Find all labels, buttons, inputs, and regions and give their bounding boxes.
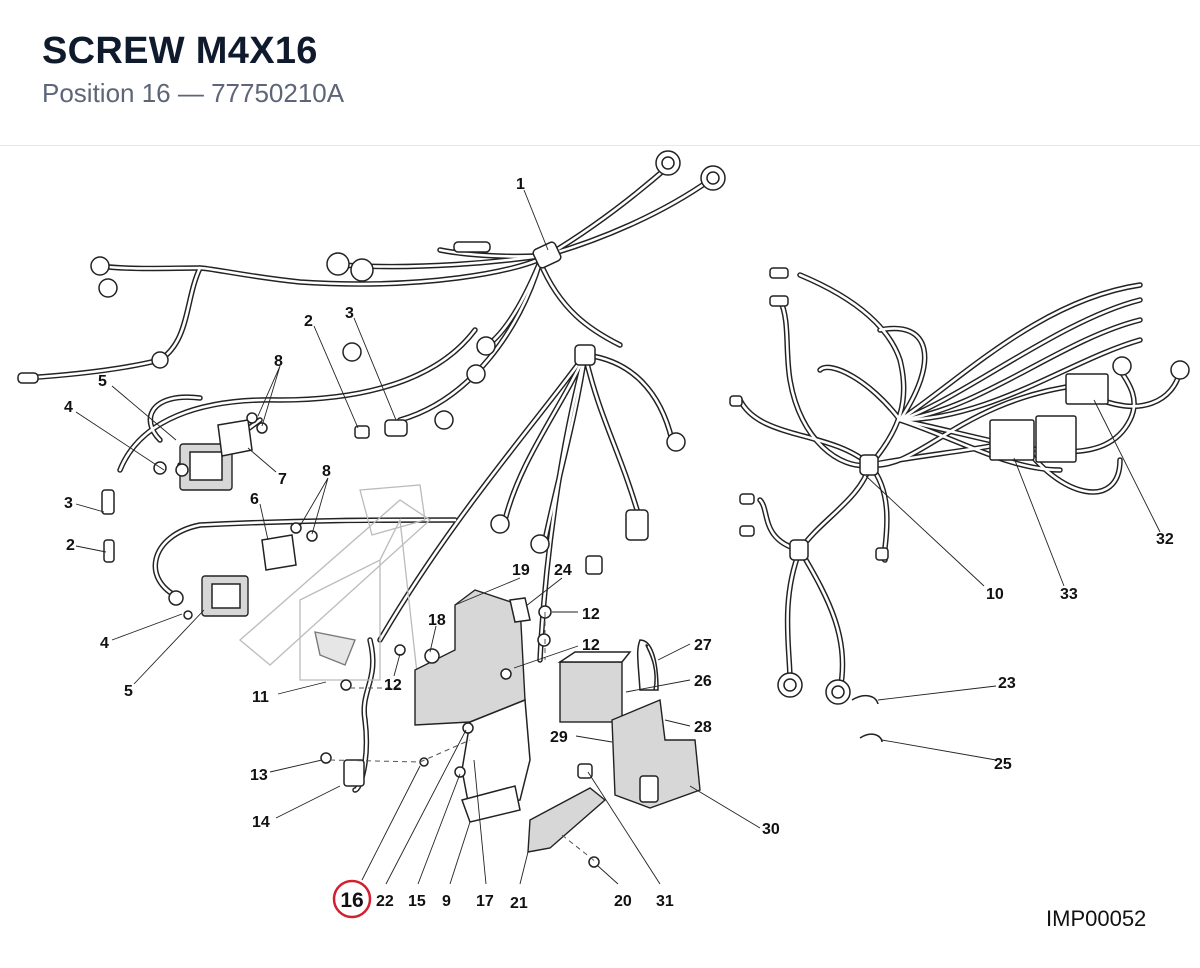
callout-labels: 1 2 3 8 5 4 7 3 2 6 8 4 5 19 24 12 12 18… xyxy=(64,176,1174,919)
callout-label: 25 xyxy=(994,756,1012,773)
callout-label: 15 xyxy=(408,893,426,910)
callout-leader-lines xyxy=(75,189,1161,885)
highlighted-position-ring xyxy=(332,879,372,919)
callout-label: 3 xyxy=(345,305,354,322)
callout-label: 11 xyxy=(252,689,269,706)
callout-label: 23 xyxy=(998,675,1016,692)
callout-label: 17 xyxy=(476,893,494,910)
callout-label: 8 xyxy=(274,353,283,370)
callout-label: 4 xyxy=(100,635,109,652)
callout-label: 33 xyxy=(1060,586,1078,603)
part-position-subtitle: Position 16 — 77750210A xyxy=(42,78,345,108)
callout-label: 22 xyxy=(376,893,394,910)
callout-label: 26 xyxy=(694,673,712,690)
part-title: SCREW M4X16 xyxy=(42,30,318,72)
callout-label: 24 xyxy=(554,562,572,579)
callout-label: 14 xyxy=(252,814,270,831)
callout-label: 30 xyxy=(762,821,780,838)
callout-label: 4 xyxy=(64,399,73,416)
callout-label: 20 xyxy=(614,893,632,910)
callout-label: 27 xyxy=(694,637,712,654)
callout-label: 13 xyxy=(250,767,268,784)
diagram-reference-code: IMP00052 xyxy=(1046,906,1147,931)
callout-label: 12 xyxy=(582,606,600,623)
assembly-guide-lines xyxy=(329,612,597,863)
callout-label: 5 xyxy=(124,683,133,700)
callout-label: 10 xyxy=(986,586,1004,603)
main-wiring-harness xyxy=(17,150,726,793)
callout-label: 2 xyxy=(304,313,313,330)
callout-label: 9 xyxy=(442,893,451,910)
callout-label: 21 xyxy=(510,895,528,912)
callout-label: 2 xyxy=(66,537,75,554)
secondary-wiring-harness xyxy=(729,267,1190,743)
callout-label: 12 xyxy=(384,677,402,694)
callout-label: 31 xyxy=(656,893,674,910)
callout-label: 28 xyxy=(694,719,712,736)
callout-label: 29 xyxy=(550,729,568,746)
highlighted-position-label: 16 xyxy=(340,889,363,912)
callout-label: 6 xyxy=(250,491,259,508)
callout-label: 7 xyxy=(278,471,287,488)
callout-label: 12 xyxy=(582,637,600,654)
callout-label: 8 xyxy=(322,463,331,480)
callout-label: 5 xyxy=(98,373,107,390)
callout-label: 1 xyxy=(516,176,525,193)
callout-label: 3 xyxy=(64,495,73,512)
harness-connectors xyxy=(17,150,726,554)
ignition-coil-group xyxy=(101,412,318,620)
page-header: SCREW M4X16 Position 16 — 77750210A xyxy=(0,0,1200,146)
frame-outline xyxy=(238,484,432,701)
central-bracket-group xyxy=(320,555,701,868)
callout-label: 18 xyxy=(428,612,446,629)
callout-label: 32 xyxy=(1156,531,1174,548)
callout-label: 19 xyxy=(512,562,530,579)
